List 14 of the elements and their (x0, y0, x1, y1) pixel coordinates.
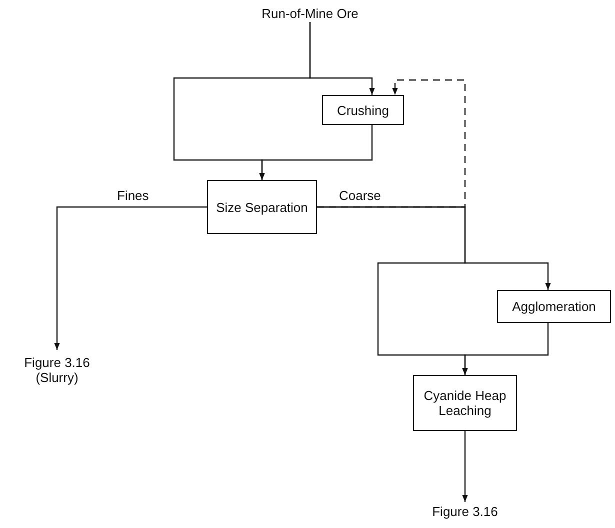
arrow (259, 125, 373, 180)
input-label: Run-of-Mine Ore (250, 4, 370, 22)
process-box: Cyanide Heap Leaching (413, 375, 517, 431)
output-label: Figure 3.16 (Slurry) (12, 350, 102, 390)
output-label: Figure 3.16 (415, 502, 515, 520)
arrow (462, 431, 468, 502)
arrow (54, 206, 207, 350)
process-box: Size Separation (207, 180, 317, 234)
process-box: Crushing (322, 95, 404, 125)
edge-label: Coarse (337, 188, 383, 203)
dashed-arrow (317, 79, 466, 208)
process-box: Agglomeration (497, 290, 611, 323)
edge-label: Fines (115, 188, 151, 203)
arrow (462, 323, 549, 375)
